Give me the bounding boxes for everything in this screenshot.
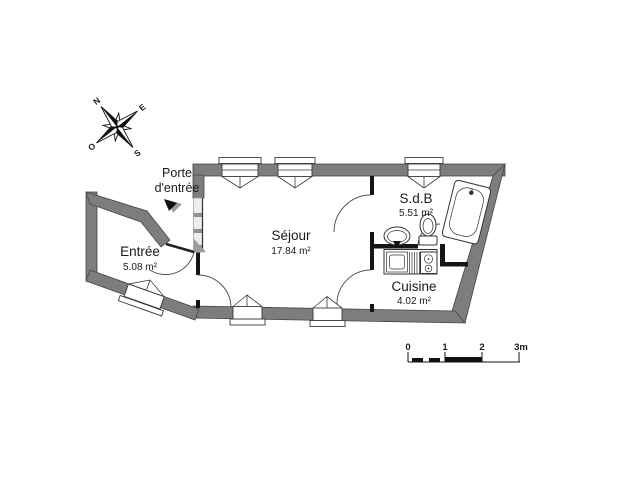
scale-dash — [412, 358, 423, 362]
doors — [149, 194, 441, 309]
windows — [117, 157, 444, 327]
door-arc-entrance — [149, 251, 195, 276]
sink-icon — [383, 226, 411, 249]
window — [229, 294, 266, 326]
wall-wedge — [194, 239, 206, 253]
interior-partitions — [193, 176, 468, 312]
scale-tick-3m: 3m — [514, 342, 528, 353]
door-arc-cuisine — [336, 269, 372, 305]
scale-bar: 0 1 2 3m — [405, 342, 528, 363]
toilet-icon — [418, 213, 438, 246]
window — [309, 295, 346, 327]
scale-solid-segment — [445, 357, 482, 362]
compass-west-label: O — [86, 140, 98, 152]
partition-sejour-sdb-upper — [370, 176, 374, 195]
entrance-door-leaf — [165, 242, 195, 254]
room-area-sejour: 17.84 m² — [271, 246, 311, 257]
entry-door-label-line1: Porte — [162, 166, 192, 180]
compass-south-label: S — [132, 147, 143, 159]
partition-cuisine-corner-h — [440, 262, 468, 267]
window — [404, 157, 444, 189]
partition-cuisine-corner-v — [440, 244, 445, 266]
scale-tick-0: 0 — [405, 342, 410, 353]
bathtub-icon — [441, 179, 492, 245]
door-arc-entree-sejour — [197, 274, 232, 309]
window — [218, 157, 262, 189]
glazed-panel-mullion — [193, 229, 203, 233]
partition-sejour-lower — [370, 304, 374, 312]
partition-entree-sejour-stub — [196, 300, 200, 308]
room-label-cuisine: Cuisine — [391, 279, 436, 294]
compass-east-label: E — [137, 101, 148, 113]
window — [274, 157, 316, 189]
partition-entree-sejour — [196, 250, 200, 275]
scale-tick-2: 2 — [479, 342, 484, 353]
entry-door-label-line2: d'entrée — [155, 181, 200, 195]
glazed-panel-mullion — [193, 213, 203, 217]
room-area-cuisine: 4.02 m² — [397, 296, 432, 307]
compass-rose-icon: N E S O — [86, 95, 148, 159]
room-labels: Porte d'entrée Entrée 5.08 m² Séjour 17.… — [120, 166, 436, 307]
fixtures — [383, 179, 492, 275]
stove-icon — [420, 251, 438, 274]
partition-sdb-cuisine — [372, 244, 418, 249]
room-label-sdb: S.d.B — [399, 191, 432, 206]
room-area-entree: 5.08 m² — [123, 262, 158, 273]
room-label-sejour: Séjour — [271, 228, 311, 243]
wall-entree-top-angled — [85, 191, 171, 248]
partition-sejour-mid — [370, 232, 374, 270]
entrance-arrow-icon — [164, 199, 182, 213]
room-area-sdb: 5.51 m² — [399, 208, 434, 219]
scale-dash — [429, 358, 440, 362]
door-arc-sdb — [333, 194, 372, 233]
compass-north-label: N — [91, 95, 102, 107]
scale-tick-1: 1 — [442, 342, 448, 353]
window — [117, 279, 165, 317]
room-label-entree: Entrée — [120, 244, 160, 259]
